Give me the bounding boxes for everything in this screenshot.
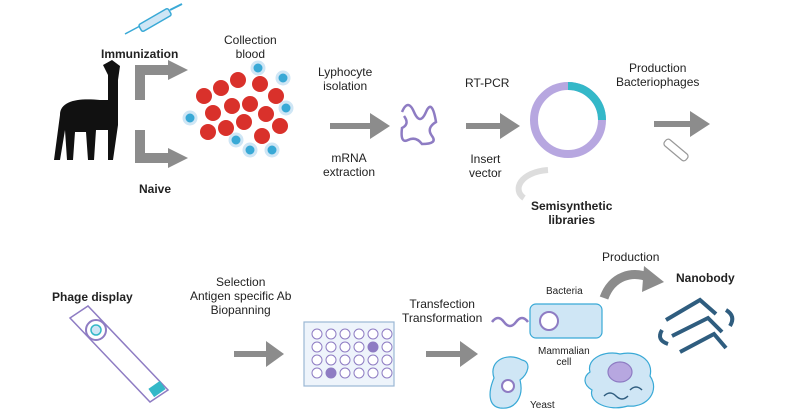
label-lymphocyte-isolation: Lyphocyte isolation bbox=[318, 65, 373, 93]
branch-arrows bbox=[135, 65, 170, 163]
label-insert-vector: Insert vector bbox=[469, 152, 502, 180]
plasmid-icon bbox=[530, 82, 606, 158]
arrow-3 bbox=[654, 111, 710, 137]
arrow-2 bbox=[466, 113, 520, 139]
syringe-icon bbox=[124, 3, 183, 35]
arrow-head-bottom bbox=[168, 148, 188, 168]
label-production-bacteriophages: Production Bacteriophages bbox=[616, 61, 700, 89]
blood-cells-icon bbox=[182, 60, 294, 158]
bacteria-icon bbox=[491, 303, 603, 339]
label-selection: Selection Antigen specific Ab Biopanning bbox=[190, 275, 292, 317]
label-immunization: Immunization bbox=[101, 47, 179, 61]
label-transfection: Transfection Transformation bbox=[402, 297, 483, 325]
label-phage-display: Phage display bbox=[52, 290, 133, 304]
label-mrna-extraction: mRNA extraction bbox=[323, 151, 376, 179]
production-arrow-head bbox=[642, 266, 664, 292]
arrow-5 bbox=[426, 341, 478, 367]
mrna-icon bbox=[400, 103, 438, 146]
label-naive: Naive bbox=[139, 182, 172, 196]
well-plate-icon bbox=[303, 321, 395, 387]
yeast-icon bbox=[489, 356, 529, 409]
label-semisynthetic-libraries: Semisynthetic libraries bbox=[531, 199, 613, 227]
label-production: Production bbox=[602, 250, 660, 264]
label-yeast: Yeast bbox=[530, 400, 555, 411]
arrow-1 bbox=[330, 113, 390, 139]
insert-vector-curve bbox=[515, 167, 549, 201]
arrow-4 bbox=[234, 341, 284, 367]
label-nanobody: Nanobody bbox=[676, 271, 735, 285]
label-rt-pcr: RT-PCR bbox=[465, 76, 510, 90]
phage-icon bbox=[663, 138, 689, 162]
label-mammalian-cell: Mammalian cell bbox=[538, 346, 590, 368]
phage-display-icon bbox=[68, 305, 170, 403]
nanobody-icon bbox=[658, 297, 735, 354]
mammalian-cell-icon bbox=[584, 352, 655, 409]
label-collection-blood: Collection blood bbox=[224, 33, 277, 61]
label-bacteria: Bacteria bbox=[546, 286, 583, 297]
llama-icon bbox=[54, 60, 120, 160]
arrow-head-top bbox=[168, 60, 188, 80]
